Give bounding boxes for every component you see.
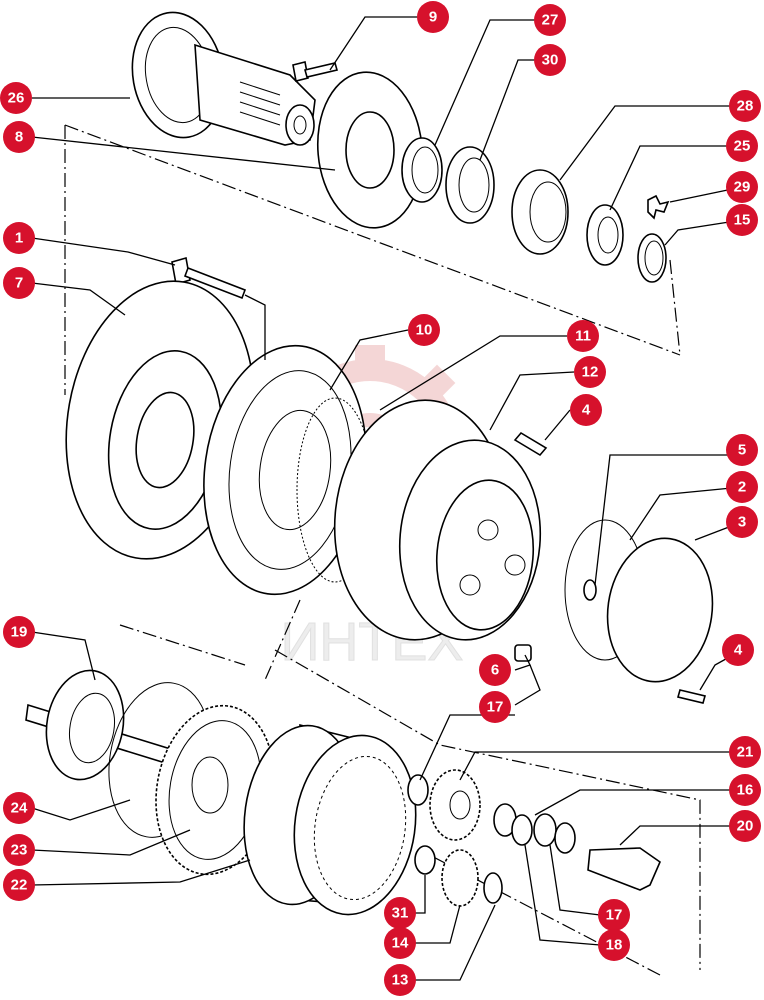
callout-27: 27 [534,4,566,36]
callout-18: 18 [598,929,630,961]
callout-23: 23 [3,834,35,866]
callout-31: 31 [384,897,416,929]
callout-1-label: 1 [15,230,23,247]
callout-3: 3 [726,506,758,538]
callout-7: 7 [3,267,35,299]
callout-15: 15 [726,204,758,236]
callout-9: 9 [417,1,449,33]
callout-5: 5 [726,434,758,466]
callout-29: 29 [726,171,758,203]
part-20-pin [587,847,661,891]
callout-14-label: 14 [392,935,409,952]
part-6-plug [514,644,532,662]
part-9-bolt [292,61,339,82]
callout-26: 26 [0,82,32,114]
part-13-circlip [483,872,503,904]
callout-1: 1 [3,222,35,254]
callout-11-label: 11 [575,328,591,345]
callout-29-label: 29 [734,179,751,196]
callout-6-label: 6 [491,662,499,679]
callout-8-label: 8 [15,129,23,146]
callout-19: 19 [3,616,35,648]
callout-17-upper: 17 [479,691,511,723]
callout-22-label: 22 [11,877,28,894]
callout-2-label: 2 [738,479,746,496]
part-16-roller-bearing [493,803,576,854]
part-27-seal [401,137,443,203]
callout-8: 8 [3,121,35,153]
callout-17-lower-label: 17 [606,907,623,924]
callout-12: 12 [574,356,606,388]
part-4-bolt-upper [513,431,548,457]
callout-6: 6 [479,654,511,686]
callout-19-label: 19 [11,624,28,641]
callout-4-lower-label: 4 [734,642,743,659]
callout-12-label: 12 [582,364,599,381]
callout-13: 13 [384,964,416,996]
part-7-brake-disc [65,280,255,560]
part-15-circlip [637,233,667,283]
part-21-planet-gear [407,769,481,841]
callout-24: 24 [3,792,35,824]
part-26-shaft-flange [131,11,316,146]
callout-26-label: 26 [8,90,25,107]
callout-15-label: 15 [734,212,751,229]
callout-7-label: 7 [15,275,23,292]
part-31-washer [414,845,436,875]
callout-16-label: 16 [737,782,754,799]
callout-21: 21 [729,736,761,768]
part-14-sun-gear [441,849,479,907]
callout-11: 11 [567,320,599,352]
part-1-bolt [171,256,247,300]
callout-5-label: 5 [738,442,746,459]
callout-28: 28 [729,90,761,122]
callout-18-label: 18 [606,937,623,954]
callout-20-label: 20 [737,818,754,835]
part-29-key [647,194,670,220]
callout-31-label: 31 [392,905,409,922]
callout-13-label: 13 [392,972,409,989]
callout-10-label: 10 [416,322,433,339]
callout-30: 30 [534,44,566,76]
callout-27-label: 27 [542,12,559,29]
callout-10: 10 [408,314,440,346]
callout-28-label: 28 [737,98,754,115]
part-4-bolt-lower [677,689,706,704]
callout-25: 25 [726,130,758,162]
callout-2: 2 [726,471,758,503]
callout-17-lower: 17 [598,899,630,931]
part-28-bearing [511,169,569,255]
callout-25-label: 25 [734,138,751,155]
part-19-shaft-bearing [25,669,191,781]
callout-21-label: 21 [737,744,754,761]
callout-9-label: 9 [429,9,437,26]
callout-17-upper-label: 17 [487,699,504,716]
callout-22: 22 [3,869,35,901]
part-12-drum [333,399,542,641]
part-25-gear-ring [586,204,624,266]
callout-3-label: 3 [738,514,746,531]
callout-16: 16 [729,774,761,806]
callout-14: 14 [384,927,416,959]
part-30-ring [445,146,495,224]
callout-4-lower: 4 [722,634,754,666]
part-5-washer [583,579,597,601]
callout-30-label: 30 [542,52,559,69]
part-8-hub-plate [316,71,424,229]
part-22-ring-gear [243,723,417,916]
callout-23-label: 23 [11,842,28,859]
part-3-cover [606,537,714,683]
callout-20: 20 [729,810,761,842]
callout-4-upper-label: 4 [582,402,591,419]
callout-4-upper: 4 [570,394,602,426]
callout-24-label: 24 [11,800,28,817]
